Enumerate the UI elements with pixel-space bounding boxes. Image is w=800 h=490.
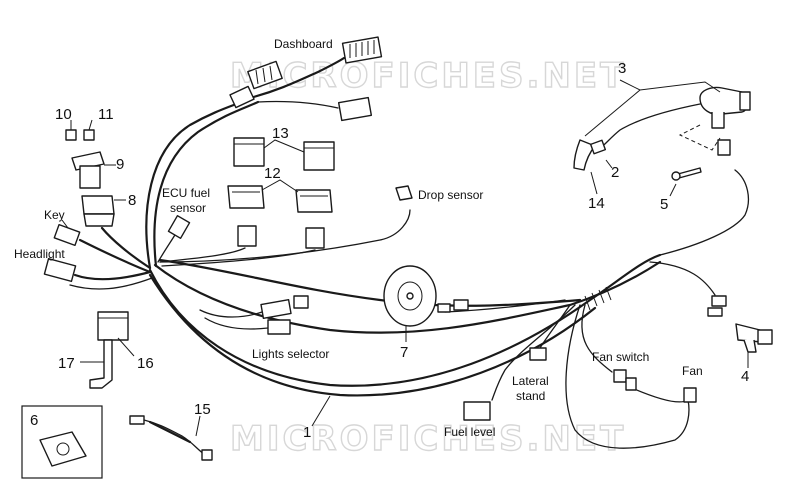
right-connector-a <box>711 295 727 307</box>
key-connector <box>53 223 81 247</box>
part-number-2: 2 <box>611 164 619 181</box>
right-connector-b <box>707 307 723 317</box>
watermark-top: MICROFICHES.NET <box>230 56 626 96</box>
label-stand: stand <box>516 389 545 403</box>
fuel-level-connector <box>463 401 491 421</box>
lights-selector-connector-a <box>260 298 292 320</box>
part-number-7: 7 <box>400 344 408 361</box>
label-fuel-level: Fuel level <box>444 425 495 439</box>
horn <box>383 265 469 342</box>
watermark-bottom: MICROFICHES.NET <box>230 419 626 459</box>
part-number-12: 12 <box>264 165 281 182</box>
label-dashboard: Dashboard <box>274 37 333 51</box>
fuse-block <box>65 119 126 227</box>
fan-switch-connector-b <box>625 377 637 391</box>
part-number-11: 11 <box>98 106 114 123</box>
fan-temp-switch <box>735 323 773 368</box>
part-number-6: 6 <box>30 412 38 429</box>
label-fan: Fan <box>682 364 703 378</box>
label-ecu-sensor: sensor <box>170 201 206 215</box>
label-headlight: Headlight <box>14 247 65 261</box>
drop-sensor <box>395 185 413 201</box>
part-number-1: 1 <box>303 424 311 441</box>
fan-switch-connector-a <box>613 369 627 383</box>
part-number-3: 3 <box>618 60 626 77</box>
cable-15 <box>129 415 213 461</box>
part-number-16: 16 <box>137 355 154 372</box>
label-ecu-fuel: ECU fuel <box>162 186 210 200</box>
part-number-4: 4 <box>741 368 749 385</box>
part-number-5: 5 <box>660 196 668 213</box>
ecu-fuel-sensor-connector <box>167 215 191 239</box>
lights-selector-connector-b <box>267 319 291 335</box>
lateral-stand-connector <box>529 347 547 361</box>
ignition-coil-group <box>573 79 751 197</box>
part-number-10: 10 <box>55 106 72 123</box>
label-fan-switch: Fan switch <box>592 350 649 364</box>
lights-selector-plug <box>293 295 309 309</box>
main-harness <box>69 96 749 449</box>
part-number-13: 13 <box>272 125 289 142</box>
relays <box>227 137 335 249</box>
clip-box <box>21 405 103 479</box>
dashboard-connectors <box>229 36 383 122</box>
part-number-8: 8 <box>128 192 136 209</box>
headlight-connector <box>43 257 77 283</box>
fan-connector <box>683 387 697 403</box>
label-drop-sensor: Drop sensor <box>418 188 483 202</box>
label-key: Key <box>44 208 65 222</box>
part-number-14: 14 <box>588 195 605 212</box>
label-lateral: Lateral <box>512 374 549 388</box>
label-lights-selector: Lights selector <box>252 347 329 361</box>
part-number-15: 15 <box>194 401 211 418</box>
part-number-17: 17 <box>58 355 75 372</box>
part-number-9: 9 <box>116 156 124 173</box>
relay-bracket <box>80 311 135 389</box>
